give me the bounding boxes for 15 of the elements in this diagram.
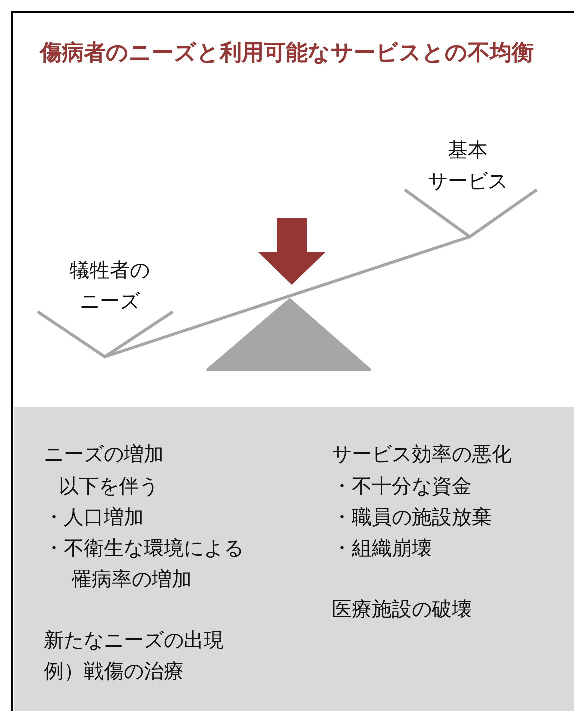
panel-text: ・組織崩壊 [332,537,432,562]
text-panel [14,407,574,711]
panel-text: ・人口増加 [44,506,144,531]
title: 傷病者のニーズと利用可能なサービスとの不均衡 [38,39,535,67]
scale-label: 基本サービス [427,139,509,195]
panel-text: ・職員の施設放棄 [332,506,492,531]
panel-text: 以下を伴う [59,475,159,500]
panel-text: ニーズの増加 [44,442,164,468]
panel-text: 新たなニーズの出現 [44,629,224,654]
panel-text: 医療施設の破壊 [332,598,472,623]
panel-text: ・不十分な資金 [332,475,472,500]
panel-text: 例）戦傷の治療 [44,660,184,685]
scale-label: 犠牲者のニーズ [69,259,151,315]
panel-text: サービス効率の悪化 [332,443,512,468]
panel-text: ・不衛生な環境による罹病率の増加 [44,537,244,593]
